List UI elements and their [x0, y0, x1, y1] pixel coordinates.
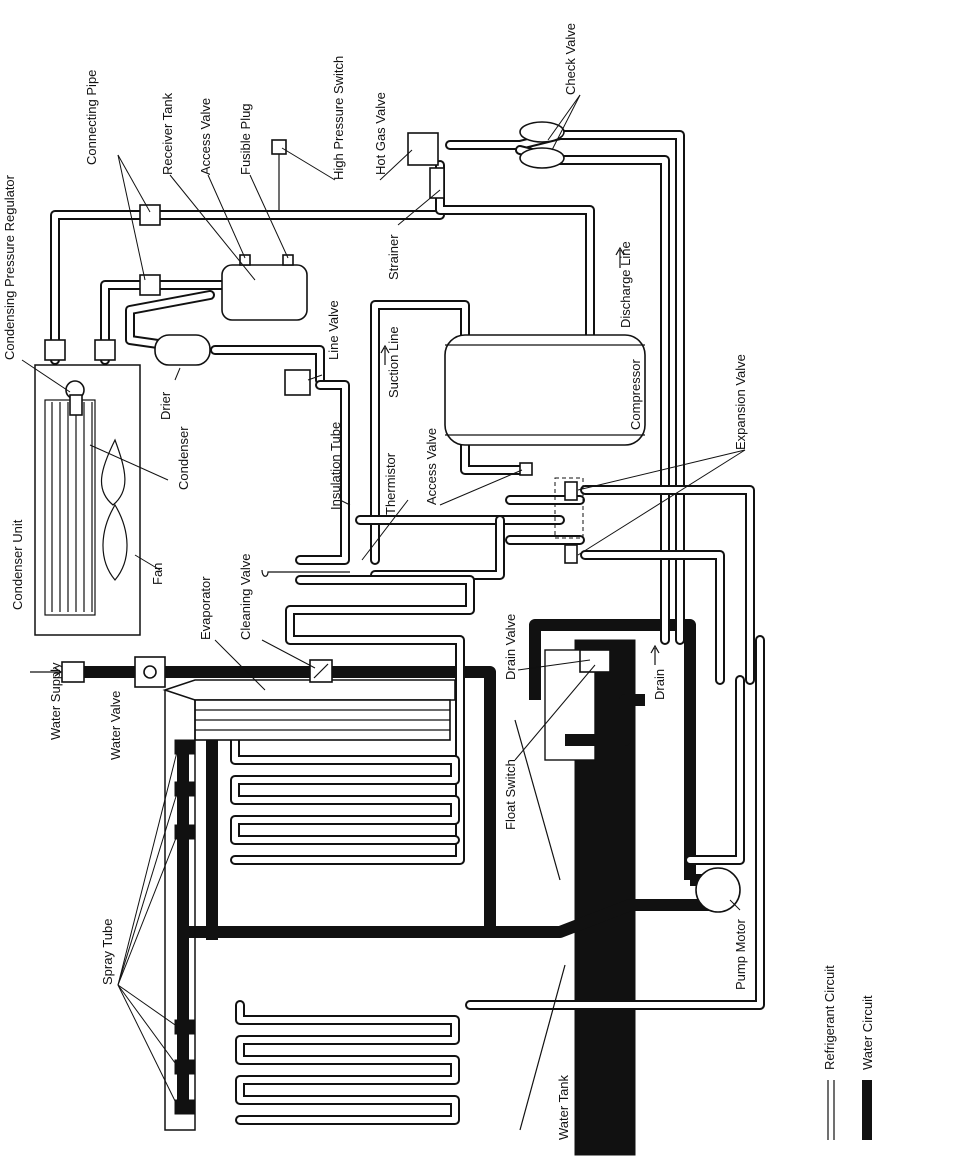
label-drain-valve: Drain Valve	[503, 614, 518, 680]
legend-refrigerant-label: Refrigerant Circuit	[822, 965, 837, 1070]
pump-motor	[695, 867, 741, 913]
connecting-pipe-coupling-lower	[139, 274, 161, 296]
drain-arrow-icon	[650, 644, 660, 665]
thermistor	[261, 569, 350, 577]
water-valve	[134, 656, 166, 688]
label-line-valve: Line Valve	[326, 300, 341, 360]
label-suction-line: Suction Line	[386, 326, 401, 398]
label-condenser-unit: Condenser Unit	[10, 519, 25, 610]
receiver-tank	[221, 254, 308, 321]
label-compressor: Compressor	[628, 359, 643, 430]
legend-water-label: Water Circuit	[860, 995, 875, 1070]
connecting-pipe-coupling-upper	[139, 204, 161, 226]
evaporator	[162, 679, 456, 1131]
label-condensing-pressure-regulator: Condensing Pressure Regulator	[2, 174, 17, 360]
label-float-switch: Float Switch	[503, 759, 518, 830]
label-receiver-tank: Receiver Tank	[160, 92, 175, 175]
label-expansion-valve: Expansion Valve	[733, 354, 748, 450]
access-valve-bottom	[519, 462, 533, 476]
labels: Condensing Pressure Regulator Connecting…	[2, 23, 748, 1140]
label-check-valve: Check Valve	[563, 23, 578, 95]
condenser-unit	[34, 364, 141, 636]
label-pump-motor: Pump Motor	[733, 919, 748, 990]
label-water-tank: Water Tank	[556, 1074, 571, 1140]
label-water-valve: Water Valve	[108, 691, 123, 760]
water-tank-probe	[519, 964, 566, 1131]
label-discharge-line: Discharge Line	[618, 241, 633, 328]
label-spray-tube: Spray Tube	[100, 919, 115, 986]
label-drain: Drain	[652, 669, 667, 700]
hot-gas-valve	[407, 132, 445, 199]
label-water-supply: Water Supply	[48, 662, 63, 740]
label-fan: Fan	[150, 563, 165, 585]
float-switch	[514, 719, 561, 881]
label-insulation-tube: Insulation Tube	[328, 422, 343, 510]
leader-lines	[21, 94, 746, 1108]
discharge-arrow-icon	[615, 246, 625, 268]
label-high-pressure-switch: High Pressure Switch	[331, 56, 346, 180]
water-supply-fitting	[30, 661, 85, 683]
check-valves	[519, 121, 565, 169]
label-condenser: Condenser	[176, 426, 191, 490]
high-pressure-switch	[271, 139, 287, 210]
condenser-coil	[44, 399, 96, 616]
label-thermistor: Thermistor	[383, 452, 398, 515]
label-access-valve-bottom: Access Valve	[424, 428, 439, 505]
legend: Refrigerant Circuit Water Circuit	[822, 965, 875, 1140]
line-valve	[284, 369, 311, 396]
fan-icon	[100, 438, 128, 581]
label-evaporator: Evaporator	[198, 576, 213, 640]
drier	[154, 334, 211, 366]
suction-arrow-icon	[380, 344, 390, 365]
legend-water-symbol	[862, 1080, 872, 1140]
label-access-valve-top: Access Valve	[198, 98, 213, 175]
water-circuit	[80, 619, 726, 1115]
expansion-valves	[554, 477, 584, 564]
label-drier: Drier	[158, 391, 173, 420]
label-fusible-plug: Fusible Plug	[238, 103, 253, 175]
cleaning-valve	[309, 659, 333, 683]
label-strainer: Strainer	[386, 234, 401, 280]
compressor	[444, 334, 646, 446]
label-connecting-pipe: Connecting Pipe	[84, 70, 99, 165]
label-cleaning-valve: Cleaning Valve	[238, 554, 253, 640]
label-hot-gas-valve: Hot Gas Valve	[373, 92, 388, 175]
legend-refrigerant-symbol	[827, 1080, 835, 1140]
